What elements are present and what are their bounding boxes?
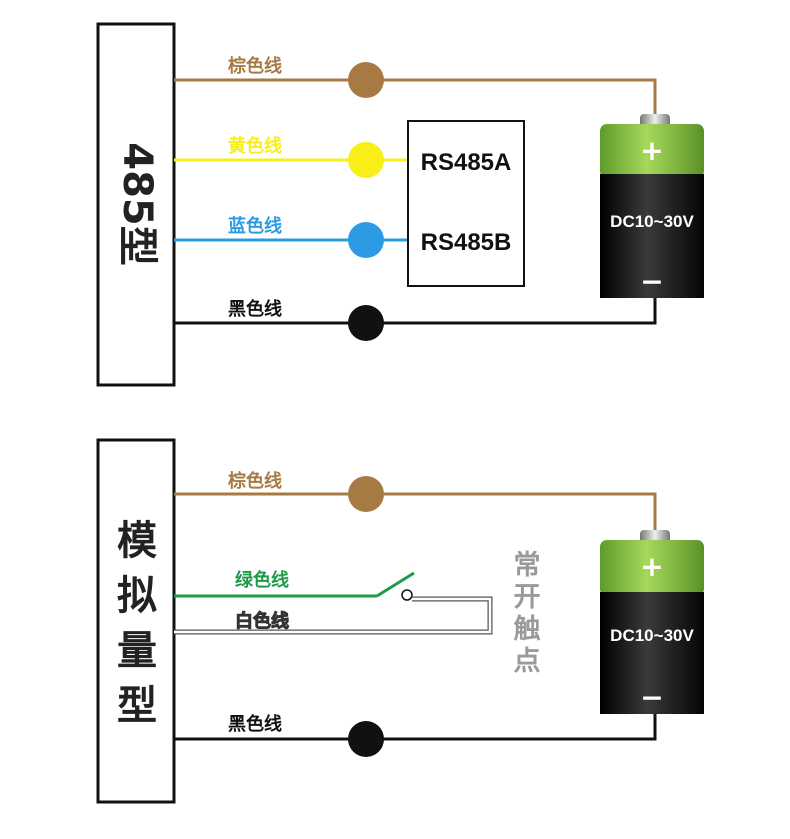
battery-plus: +: [640, 550, 663, 583]
black-wire: [174, 297, 657, 325]
black-wire-label: 黑色线: [228, 713, 282, 735]
yellow-wire-label: 黄色线: [228, 135, 282, 157]
module-label-analog-1: 模: [117, 518, 157, 564]
contact-label-1: 常: [514, 550, 541, 581]
white-wire: [174, 597, 492, 634]
battery-minus: −: [640, 681, 663, 714]
battery-analog: + DC10~30V −: [600, 530, 704, 714]
black-wire-label: 黑色线: [228, 298, 282, 320]
rs485-box: [407, 120, 525, 287]
contact-label-4: 点: [514, 646, 541, 677]
brown-wire-label: 棕色线: [228, 55, 282, 77]
diagram-485: 485型 棕色线 黄色线 蓝色线 RS485A RS485B 黑色线 + DC1…: [96, 22, 704, 387]
battery-voltage-label: DC10~30V: [610, 626, 694, 645]
white-wire-label: 白色线: [235, 610, 289, 632]
yellow-terminal: [348, 142, 384, 178]
module-label-analog-4: 型: [117, 683, 157, 729]
black-terminal: [348, 305, 384, 341]
rs485b-label: RS485B: [421, 229, 512, 256]
module-label-485: 485型: [114, 142, 160, 266]
white-wire-outline: [174, 596, 493, 635]
battery-minus: −: [640, 265, 663, 298]
switch-contact: [401, 589, 413, 601]
brown-terminal: [348, 62, 384, 98]
brown-wire: [174, 78, 657, 118]
battery-green-section: [600, 124, 704, 178]
brown-terminal: [348, 476, 384, 512]
battery-black-section: [600, 592, 704, 714]
rs485a-label: RS485A: [421, 149, 512, 176]
brown-wire: [174, 492, 657, 534]
battery-voltage-label: DC10~30V: [610, 212, 694, 231]
module-label-analog-2: 拟: [117, 573, 157, 619]
diagram-analog: 模 拟 量 型 棕色线 绿色线 白色线 常 开 触 点 黑色线 + DC1: [96, 438, 704, 804]
module-box-485: [96, 22, 176, 387]
battery-green-section: [600, 540, 704, 596]
battery-black-section: [600, 174, 704, 298]
switch-lever: [376, 571, 415, 598]
brown-wire-label: 棕色线: [228, 470, 282, 492]
battery-plus: +: [640, 134, 663, 167]
module-box-analog: [96, 438, 176, 804]
contact-label-3: 触: [514, 614, 541, 645]
module-label-analog-3: 量: [117, 628, 157, 674]
green-wire-label: 绿色线: [235, 569, 289, 591]
contact-label-2: 开: [514, 582, 541, 613]
blue-wire-label: 蓝色线: [228, 215, 282, 237]
blue-terminal: [348, 222, 384, 258]
black-wire: [174, 714, 657, 741]
battery-485: + DC10~30V −: [600, 114, 704, 298]
black-terminal: [348, 721, 384, 757]
